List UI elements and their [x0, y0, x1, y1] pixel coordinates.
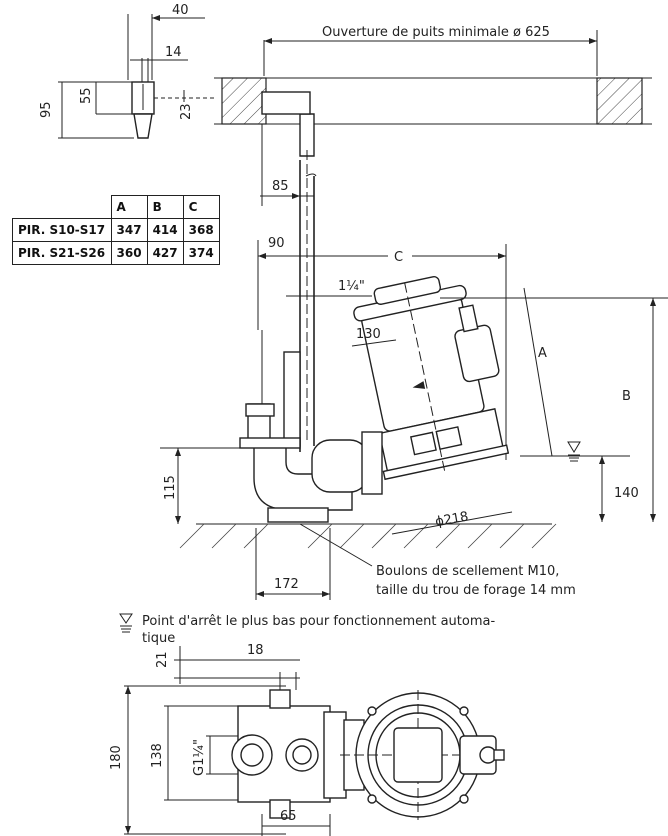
table-row: PIR. S21-S26 360 427 374	[12, 241, 220, 265]
dim-pipe: 1¼"	[338, 279, 365, 294]
bracket-detail	[58, 14, 215, 139]
dim-40: 40	[172, 3, 189, 18]
bolts-note-line2: taille du trou de forage 14 mm	[376, 583, 576, 598]
dimension-table: A B C PIR. S10-S17 347 414 368 PIR. S21-…	[12, 195, 220, 265]
dim-218: ϕ218	[434, 509, 469, 530]
ground	[160, 447, 557, 600]
dim-140: 140	[614, 486, 639, 501]
plan-view	[124, 646, 505, 836]
table-row: PIR. S10-S17 347 414 368	[12, 218, 220, 242]
dim-65: 65	[280, 809, 297, 824]
dim-a-line	[523, 287, 553, 457]
pump-body	[353, 276, 510, 481]
dim-130: 130	[356, 327, 381, 342]
legend-line2: tique	[142, 631, 175, 646]
dim-a: A	[538, 346, 547, 361]
table-cell-c: 368	[182, 218, 220, 242]
dim-180: 180	[109, 745, 124, 770]
stop-level-icon	[119, 613, 133, 633]
dim-b: B	[622, 389, 631, 404]
shaft-opening-label: Ouverture de puits minimale ø 625	[322, 25, 550, 40]
legend-line1: Point d'arrêt le plus bas pour fonctionn…	[142, 614, 495, 629]
shaft-slab	[214, 30, 652, 125]
water-level-icon	[567, 441, 581, 462]
dim-172: 172	[274, 577, 299, 592]
table-header-a: A	[110, 195, 148, 219]
table-cell-b: 427	[146, 241, 184, 265]
dim-g: G1¼"	[192, 739, 207, 776]
dim-115: 115	[163, 475, 178, 500]
dim-90: 90	[268, 236, 285, 251]
guide-pipe	[245, 91, 507, 460]
table-cell-model: PIR. S10-S17	[12, 218, 112, 242]
dim-23: 23	[179, 103, 194, 120]
dim-18: 18	[247, 643, 264, 658]
dim-21: 21	[155, 651, 170, 668]
dim-85: 85	[272, 179, 289, 194]
dim-14: 14	[165, 45, 182, 60]
dim-95: 95	[39, 101, 54, 118]
table-header-b: B	[146, 195, 184, 219]
duckfoot-elbow	[239, 431, 383, 523]
table-cell-c: 374	[182, 241, 220, 265]
bolts-note-line1: Boulons de scellement M10,	[376, 564, 559, 579]
dim-138: 138	[150, 743, 165, 768]
dim-c: C	[394, 250, 403, 265]
dim-55: 55	[79, 87, 94, 104]
